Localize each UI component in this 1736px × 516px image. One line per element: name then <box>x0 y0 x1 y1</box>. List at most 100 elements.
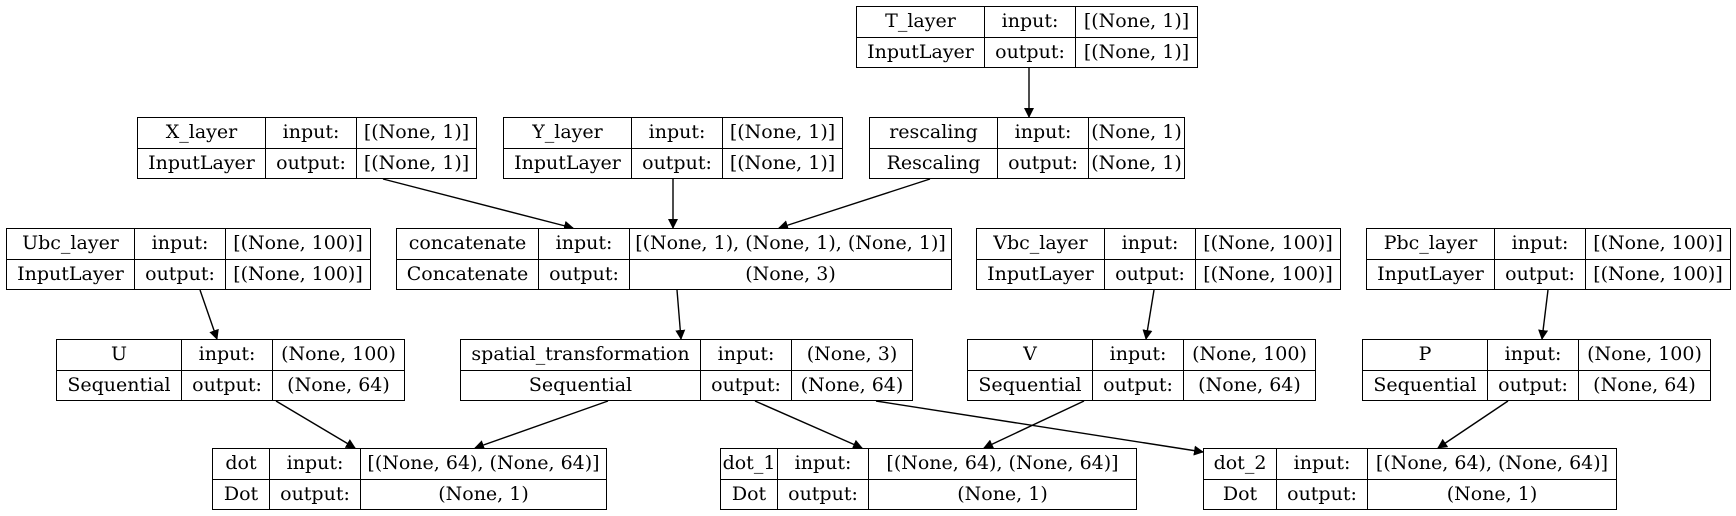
output-label: output: <box>182 370 273 400</box>
output-label: output: <box>1093 370 1184 400</box>
layer-type: Dot <box>721 478 777 510</box>
layer-name: U <box>110 343 127 366</box>
input-label: input: <box>1277 449 1368 479</box>
output-shape: [(None, 100)] <box>1593 262 1723 285</box>
edge-Vbc_layer-to-V <box>1142 289 1155 340</box>
edge-X_layer-to-concatenate <box>382 178 574 231</box>
layer-type: InputLayer <box>504 147 631 179</box>
layer-shapes: input:(None, 100)output:(None, 64) <box>181 340 404 400</box>
layer-shapes: input:[(None, 64), (None, 64)]output:(No… <box>269 449 606 509</box>
output-label: output: <box>1277 479 1368 509</box>
layer-type: Concatenate <box>397 258 538 290</box>
edge-U-to-dot <box>275 400 356 449</box>
input-shape: [(None, 64), (None, 64)] <box>886 452 1119 475</box>
input-shape: (None, 100) <box>1192 343 1307 366</box>
edge-spatial_transformation-to-dot <box>474 400 609 450</box>
input-shape: [(None, 1)] <box>1083 10 1190 33</box>
layer-type: InputLayer <box>1367 258 1494 290</box>
layer-name: dot_2 <box>1213 452 1267 475</box>
input-label: input: <box>632 118 723 148</box>
output-label: output: <box>1495 259 1586 289</box>
input-label: input: <box>266 118 357 148</box>
layer-name: concatenate <box>408 232 527 255</box>
output-shape: [(None, 100)] <box>233 262 363 285</box>
edge-spatial_transformation-to-dot_1 <box>754 400 863 449</box>
output-shape: [(None, 100)] <box>1203 262 1333 285</box>
layer-type: InputLayer <box>7 258 134 290</box>
layer-name: Y_layer <box>532 121 603 144</box>
output-shape: (None, 1) <box>1091 151 1182 174</box>
output-label: output: <box>135 259 226 289</box>
layer-shapes: input:[(None, 1)]output:[(None, 1)] <box>631 118 842 178</box>
layer-type: Dot <box>1204 478 1276 510</box>
layer-shapes: input:(None, 1)output:(None, 1) <box>997 118 1184 178</box>
layer-name: P <box>1418 343 1432 366</box>
layer-type: Rescaling <box>870 147 997 179</box>
input-shape: [(None, 64), (None, 64)] <box>1375 452 1609 475</box>
edge-Ubc_layer-to-U <box>199 289 219 340</box>
layer-shapes: input:(None, 100)output:(None, 64) <box>1487 340 1710 400</box>
output-label: output: <box>701 370 792 400</box>
layer-shapes: input: [(None, 64), (None, 64)] output: (No… <box>1276 449 1616 509</box>
input-label: input: <box>539 229 630 259</box>
input-label: input: <box>1495 229 1586 259</box>
input-shape: [(None, 64), (None, 64)] <box>367 452 600 475</box>
layer-shapes: input:[(None, 1), (None, 1), (None, 1)]o… <box>538 229 951 289</box>
output-shape: (None, 64) <box>1593 373 1696 396</box>
input-label: input: <box>701 340 792 370</box>
output-shape: (None, 1) <box>1446 482 1538 505</box>
output-label: output: <box>985 37 1076 67</box>
output-shape: [(None, 1)] <box>1083 40 1190 63</box>
output-label: output: <box>539 259 630 289</box>
edge-concatenate-to-spatial_transformation <box>675 289 686 340</box>
layer-type: Sequential <box>461 369 700 401</box>
layer-name: spatial_transformation <box>471 343 690 366</box>
input-label: input: <box>778 449 869 479</box>
layer-name: V <box>1023 343 1037 366</box>
edge-Pbc_layer-to-P <box>1538 289 1549 340</box>
output-label: output: <box>270 479 361 509</box>
output-label: output: <box>266 148 357 178</box>
edge-V-to-dot_1 <box>983 400 1085 449</box>
layer-name: X_layer <box>165 121 238 144</box>
layer-name: Pbc_layer <box>1383 232 1478 255</box>
input-shape: [(None, 100)] <box>1203 232 1333 255</box>
output-label: output: <box>632 148 723 178</box>
input-label: input: <box>135 229 226 259</box>
edge-P-to-dot_2 <box>1437 400 1509 449</box>
layer-name: Ubc_layer <box>22 232 119 255</box>
layer-name: dot_1 <box>722 452 776 475</box>
layer-shapes: input:[(None, 100)]output:[(None, 100)] <box>1104 229 1340 289</box>
input-shape: [(None, 1)] <box>729 121 836 144</box>
input-shape: (None, 100) <box>1587 343 1702 366</box>
output-shape: (None, 64) <box>1198 373 1301 396</box>
layer-type: InputLayer <box>138 147 265 179</box>
input-shape: (None, 3) <box>806 343 898 366</box>
input-label: input: <box>985 7 1076 37</box>
output-shape: (None, 1) <box>438 482 529 505</box>
input-label: input: <box>1105 229 1196 259</box>
input-shape: (None, 1) <box>1091 121 1182 144</box>
input-shape: [(None, 1)] <box>363 121 470 144</box>
input-shape: [(None, 100)] <box>1593 232 1723 255</box>
input-shape: [(None, 1), (None, 1), (None, 1)] <box>635 232 946 255</box>
layer-type: Sequential <box>1363 369 1487 401</box>
